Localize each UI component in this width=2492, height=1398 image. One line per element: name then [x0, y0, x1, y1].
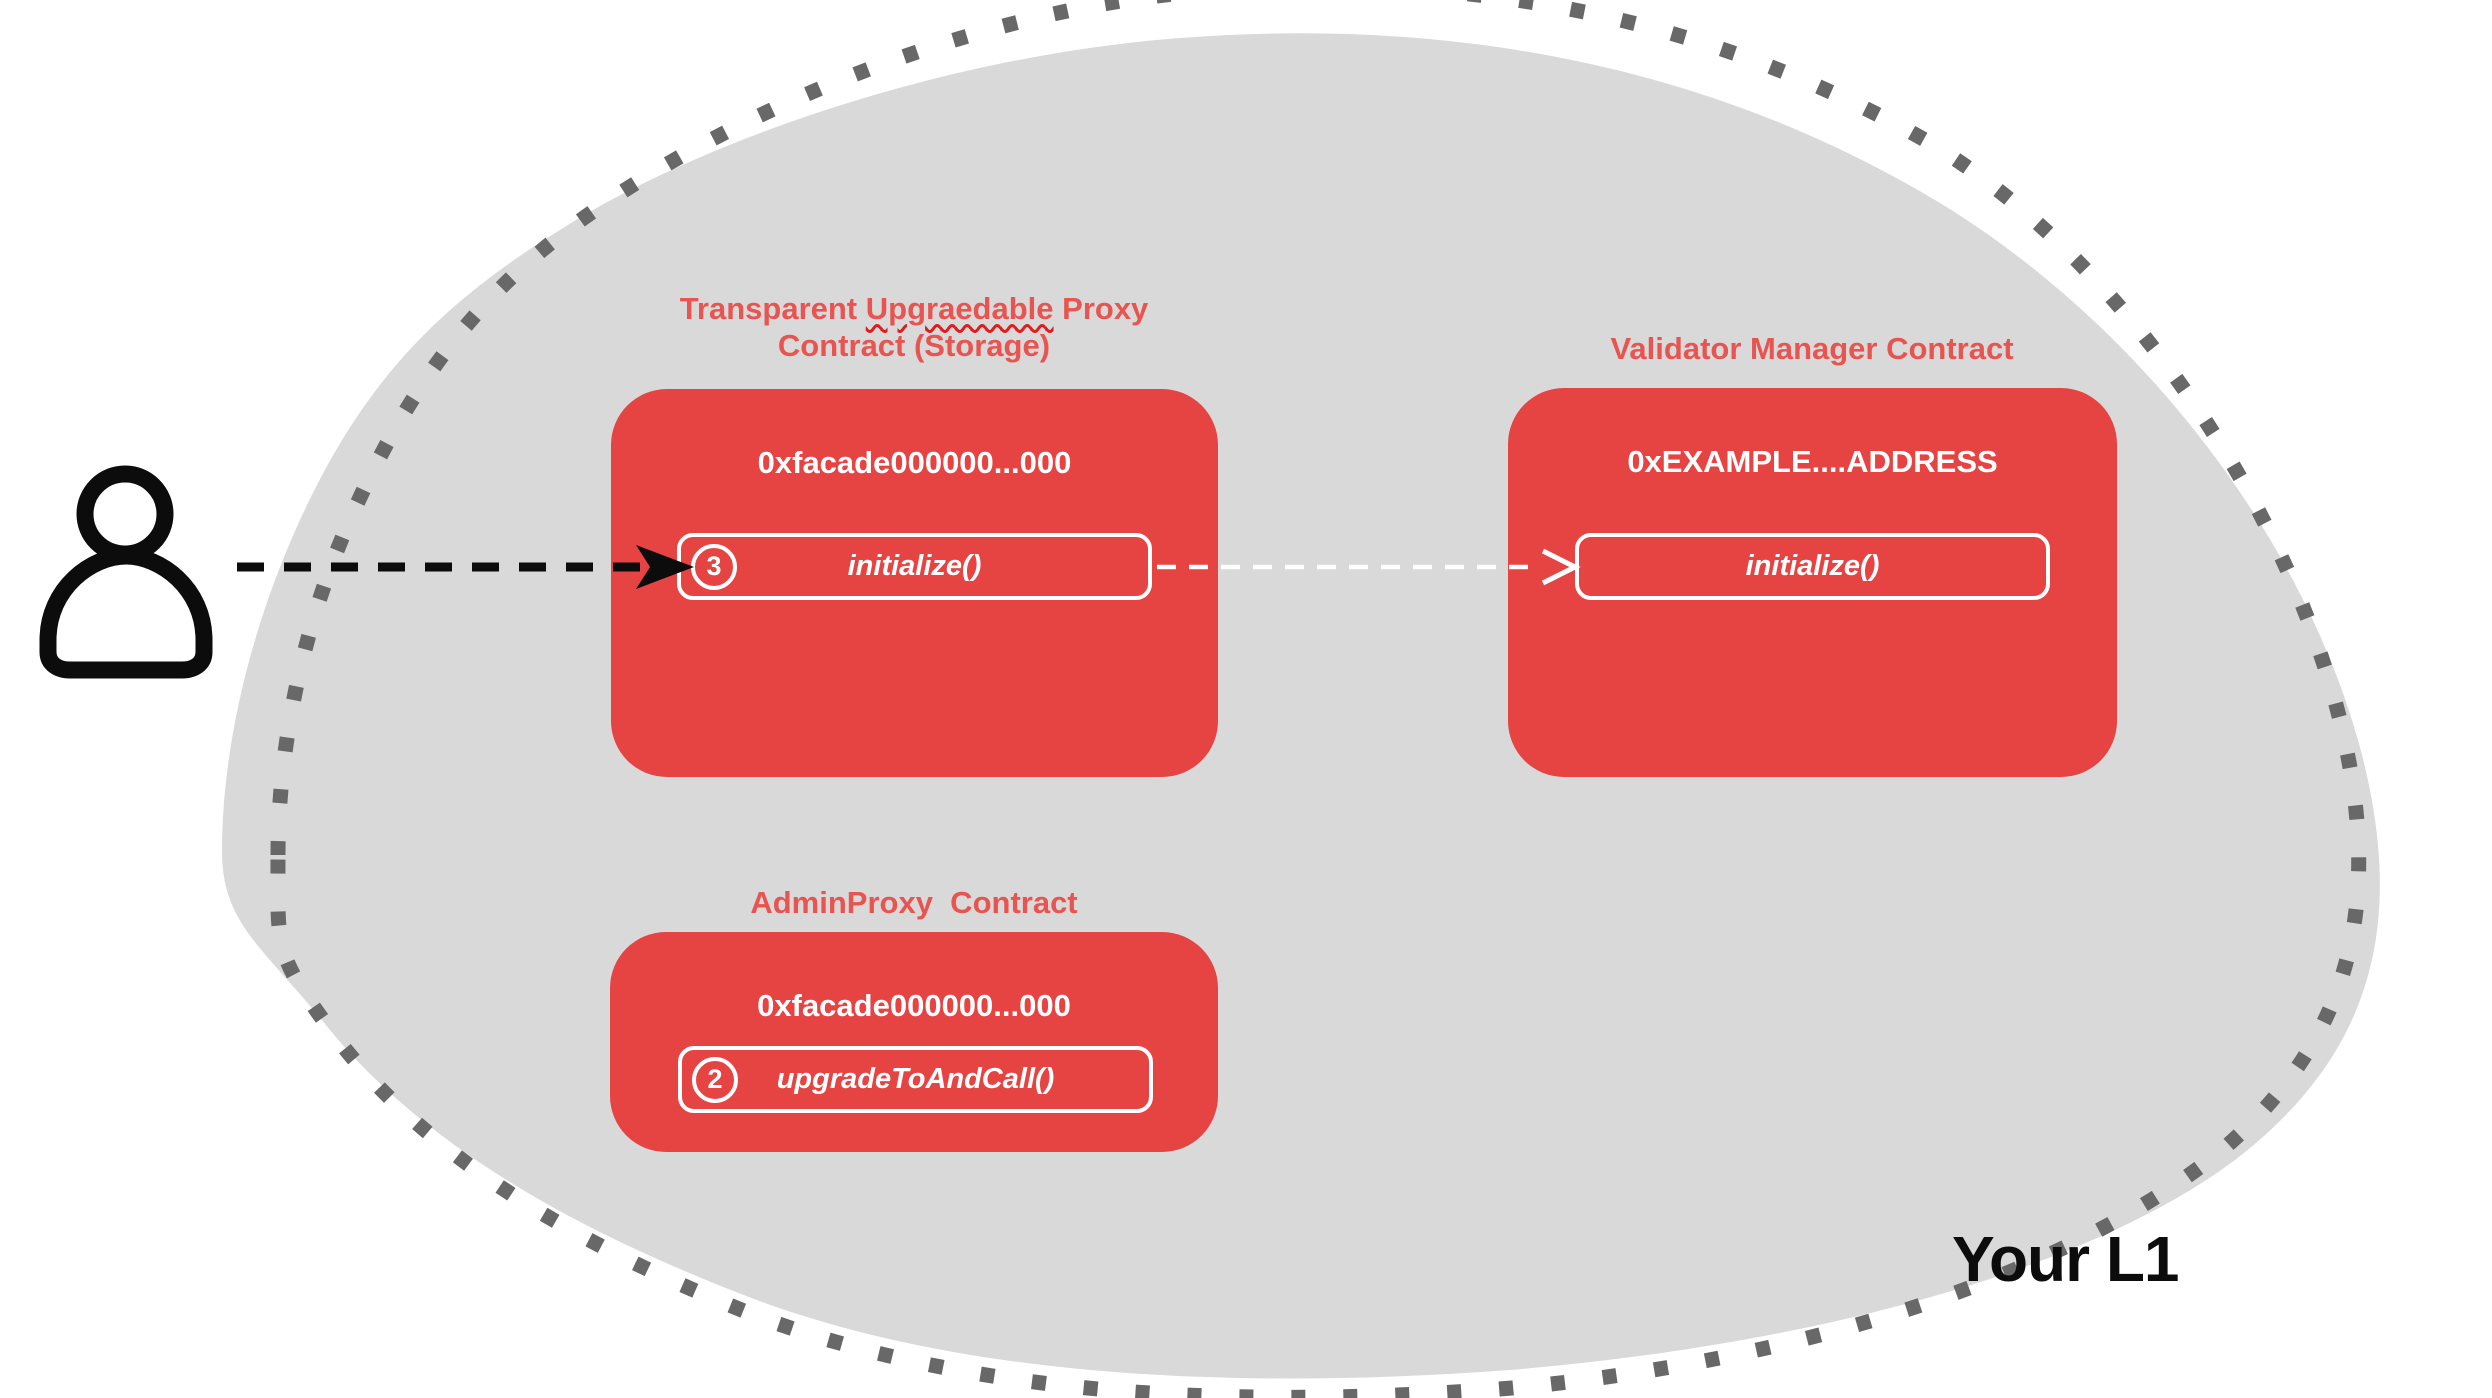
- proxy-initialize-button: 3 initialize(): [677, 533, 1152, 600]
- upgrade-to-and-call-button: 2 upgradeToAndCall(): [678, 1046, 1153, 1113]
- person-icon: [39, 465, 213, 679]
- proxy-contract-title: Transparent Upgraedable Proxy Contract (…: [544, 290, 1284, 364]
- admin-proxy-contract-address: 0xfacade000000...000: [757, 988, 1071, 1023]
- step-2-badge: 2: [692, 1056, 738, 1103]
- validator-initialize-button: initialize(): [1575, 533, 2050, 600]
- validator-contract-address: 0xEXAMPLE....ADDRESS: [1627, 444, 1998, 479]
- proxy-contract-box: 0xfacade000000...000 3 initialize(): [611, 389, 1218, 777]
- proxy-title-line1: Transparent Upgraedable Proxy: [679, 291, 1149, 326]
- proxy-contract-address: 0xfacade000000...000: [757, 445, 1072, 480]
- proxy-title-line2: Contract (Storage): [777, 328, 1051, 363]
- admin-proxy-contract-title: AdminProxy Contract: [750, 885, 1078, 920]
- misspelled-word: Upgraedable: [865, 291, 1054, 326]
- validator-initialize-label: initialize(): [1745, 550, 1880, 582]
- admin-proxy-contract-box: 0xfacade000000...000 2 upgradeToAndCall(…: [610, 932, 1218, 1152]
- step-3-badge: 3: [691, 543, 737, 590]
- your-l1-label: Your L1: [1952, 1223, 2179, 1295]
- upgrade-to-and-call-label: upgradeToAndCall(): [776, 1063, 1055, 1095]
- proxy-initialize-label: initialize(): [847, 550, 982, 582]
- validator-contract-box: 0xEXAMPLE....ADDRESS initialize(): [1508, 388, 2117, 777]
- validator-contract-title: Validator Manager Contract: [1610, 331, 2014, 366]
